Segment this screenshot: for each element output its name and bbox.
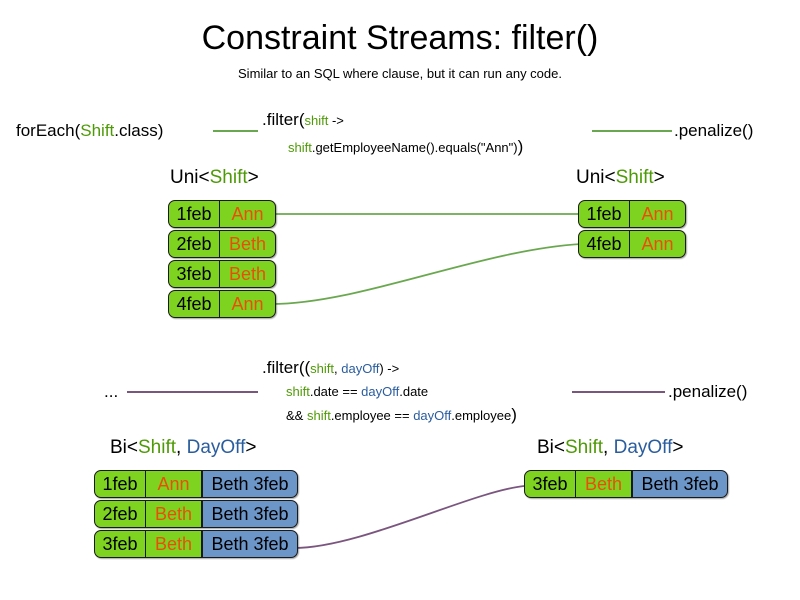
tuple-cell-name: Ann [220, 200, 276, 228]
tuple-cell-name: Beth [576, 470, 632, 498]
row2-left-stream-label: Bi<Shift, DayOff> [110, 437, 256, 459]
tuple-cell-dayoff: Beth 3feb [202, 500, 298, 528]
tuple-cell-name: Beth [220, 230, 276, 258]
row2-filter-param-sep: , [334, 361, 342, 376]
row2-filter-param-b: dayOff [341, 361, 380, 376]
row1-filter-keyword: .filter( [262, 110, 305, 129]
row2-filter-param-a: shift [310, 361, 335, 376]
row2-right-stream-label: Bi<Shift, DayOff> [537, 437, 683, 459]
tuple-cell-date: 3feb [168, 260, 220, 288]
row1-filter-head: .filter(shift -> [262, 110, 344, 130]
row2-filter-body-line1: shift.date == dayOff.date [286, 383, 428, 400]
row2-left-label-sep: , [176, 437, 187, 458]
row1-filter-body-rest: .getEmployeeName().equals("Ann") [311, 140, 518, 155]
row2-body1-var-b: dayOff [361, 384, 400, 399]
row2-filter-keyword: .filter(( [262, 358, 311, 377]
row1-filter-param: shift [304, 113, 329, 128]
row2-left-label-type-a: Shift [138, 437, 177, 458]
row2-body1-mid: .date == [309, 384, 362, 399]
row1-terminal: .penalize() [674, 121, 754, 140]
tuple-cell-date: 3feb [94, 530, 146, 558]
wire-uni-4feb [270, 243, 582, 305]
tuple-cell-date: 4feb [578, 230, 630, 258]
row1-filter-body: shift.getEmployeeName().equals("Ann")) [288, 137, 523, 157]
row1-source-type: Shift [80, 121, 115, 140]
row2-right-label-type-b: DayOff [613, 437, 673, 458]
row1-right-stream-label: Uni<Shift> [576, 167, 665, 189]
row2-left-label-prefix: Bi< [110, 437, 138, 458]
tuple-cell-name: Beth [146, 500, 202, 528]
row2-right-label-type-a: Shift [565, 437, 604, 458]
row1-source-expression: forEach(Shift.class) [16, 121, 163, 141]
tuple-cell-date: 4feb [168, 290, 220, 318]
row1-left-label-suffix: > [247, 167, 259, 188]
row1-filter-body-var: shift [288, 140, 312, 155]
row2-filter-body-line2: && shift.employee == dayOff.employee) [286, 405, 517, 425]
tuple-cell-dayoff: Beth 3feb [202, 530, 298, 558]
row1-left-label-prefix: Uni< [170, 167, 210, 188]
row2-body2-var-a: shift [306, 408, 331, 423]
row2-left-label-suffix: > [245, 437, 257, 458]
row2-body2-var-b: dayOff [413, 408, 452, 423]
row2-body2-mid: .employee == [330, 408, 414, 423]
row2-filter-close: ) [511, 405, 517, 424]
row2-body1-var-a: shift [286, 384, 310, 399]
row2-body2-end: .employee [451, 408, 512, 423]
tuple-cell-name: Ann [630, 200, 686, 228]
tuple-cell-date: 1feb [578, 200, 630, 228]
tuple-cell-name: Ann [630, 230, 686, 258]
row2-source-expression: ... [104, 382, 119, 401]
row2-left-label-type-b: DayOff [186, 437, 246, 458]
tuple-cell-name: Ann [220, 290, 276, 318]
row1-source-suffix: .class) [114, 121, 164, 140]
tuple-cell-name: Ann [146, 470, 202, 498]
tuple-cell-dayoff: Beth 3feb [202, 470, 298, 498]
wire-bi-3feb [293, 485, 525, 549]
page-title: Constraint Streams: filter() [201, 19, 599, 57]
tuple-cell-date: 1feb [168, 200, 220, 228]
page-subtitle: Similar to an SQL where clause, but it c… [238, 66, 562, 81]
tuple-cell-date: 1feb [94, 470, 146, 498]
row1-filter-close: ) [517, 137, 524, 156]
row1-filter-arrow: -> [328, 113, 344, 128]
row2-terminal: .penalize() [668, 382, 748, 401]
row2-filter-arrow: ) -> [379, 361, 400, 376]
row1-left-stream-label: Uni<Shift> [170, 167, 259, 189]
tuple-cell-dayoff: Beth 3feb [632, 470, 728, 498]
row1-right-label-type: Shift [615, 167, 654, 188]
tuple-cell-name: Beth [146, 530, 202, 558]
tuple-cell-date: 2feb [168, 230, 220, 258]
row1-left-label-type: Shift [209, 167, 248, 188]
row2-right-label-prefix: Bi< [537, 437, 565, 458]
tuple-cell-date: 2feb [94, 500, 146, 528]
row1-right-label-suffix: > [653, 167, 665, 188]
tuple-cell-date: 3feb [524, 470, 576, 498]
row1-source-prefix: forEach( [16, 121, 81, 140]
row1-right-label-prefix: Uni< [576, 167, 616, 188]
row2-right-label-sep: , [603, 437, 614, 458]
row2-filter-head: .filter((shift, dayOff) -> [262, 358, 399, 378]
row2-right-label-suffix: > [672, 437, 684, 458]
tuple-cell-name: Beth [220, 260, 276, 288]
row2-body1-end: .date [399, 384, 429, 399]
row2-body2-pre: && [286, 408, 307, 423]
